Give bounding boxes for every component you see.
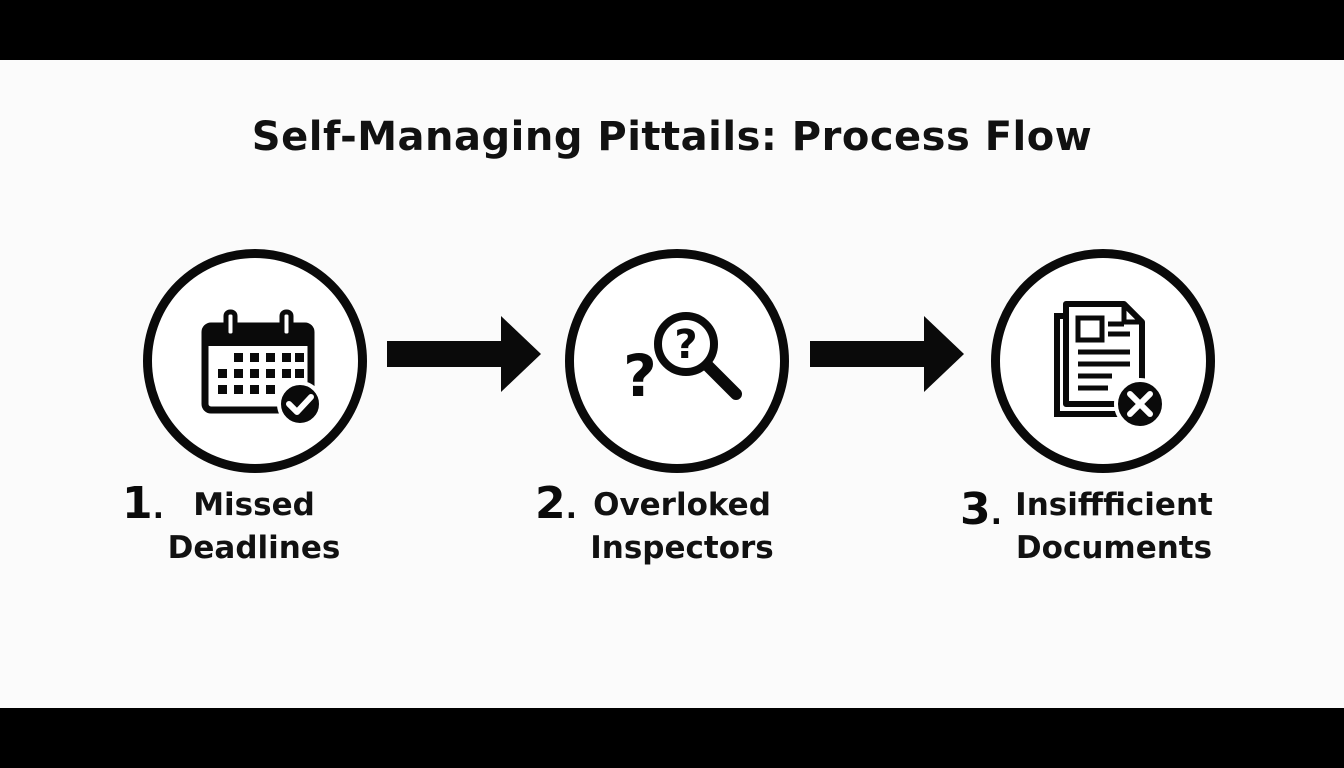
document-x-icon	[1054, 301, 1166, 430]
step-3-label: Insiffficient Documents	[1015, 487, 1213, 566]
step-3-circle	[991, 249, 1215, 473]
step-2-number: 2.	[535, 478, 578, 529]
arrow-right-icon	[810, 316, 964, 392]
step-2-circle: ? ?	[565, 249, 789, 473]
step-3-number: 3.	[960, 484, 1003, 535]
diagram-canvas: Self-Managing Pittails: Process Flow	[0, 60, 1344, 708]
step-2-label: Overloked Inspectors	[590, 487, 774, 566]
calendar-check-icon	[201, 309, 323, 427]
letterbox-top	[0, 0, 1344, 60]
diagram-title: Self-Managing Pittails: Process Flow	[251, 114, 1093, 160]
step-1-circle	[143, 249, 367, 473]
step-1-number: 1.	[122, 478, 165, 529]
svg-text:?: ?	[674, 322, 697, 368]
arrow-right-icon	[387, 316, 541, 392]
letterbox-bottom	[0, 708, 1344, 768]
question-magnifier-icon: ? ?	[623, 312, 742, 410]
step-1-label: Missed Deadlines	[167, 487, 341, 566]
svg-text:?: ?	[623, 342, 657, 410]
